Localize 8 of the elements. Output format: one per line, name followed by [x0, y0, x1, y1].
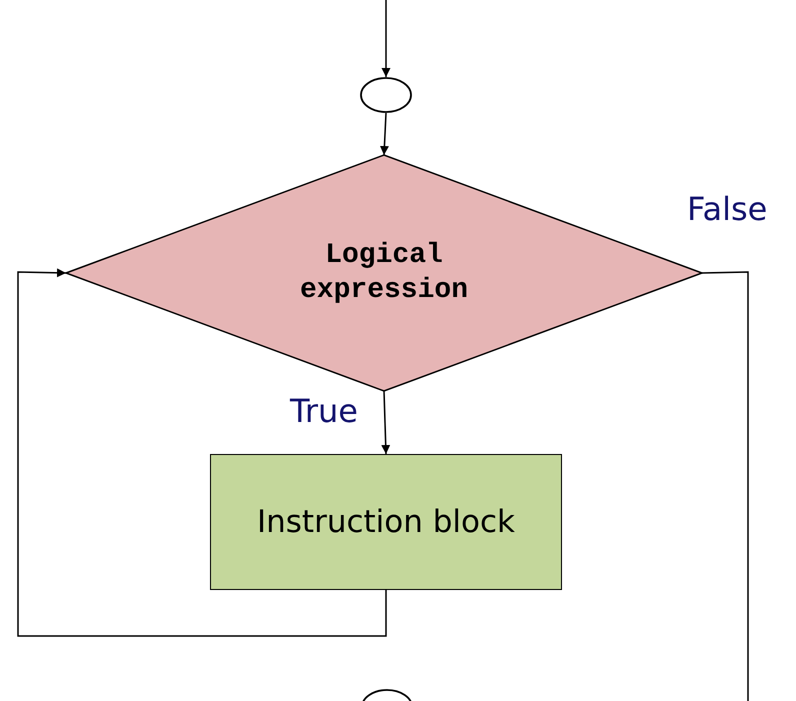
node-text: Instruction block [256, 504, 516, 540]
arrow [382, 0, 390, 77]
arrow [381, 390, 390, 454]
arrow [380, 112, 389, 156]
arrow [17, 268, 387, 637]
connector-circle [360, 77, 412, 113]
node-text: Logical expression [298, 239, 470, 308]
process-box [210, 454, 562, 590]
